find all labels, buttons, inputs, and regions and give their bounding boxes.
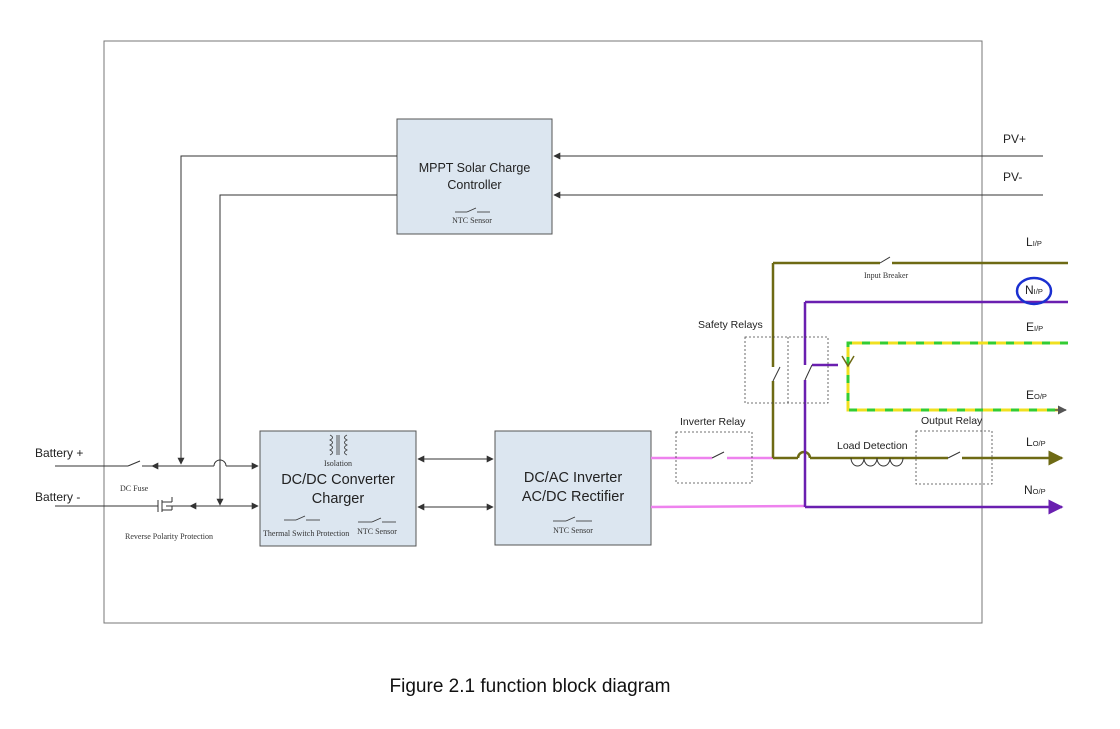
mppt-title-line2: Controller	[447, 178, 501, 192]
figure-caption: Figure 2.1 function block diagram	[389, 676, 671, 697]
mppt-title-line1: MPPT Solar Charge	[419, 161, 531, 175]
e-ip-terminal-label: EI/P	[1026, 320, 1043, 334]
inverter-relay-box	[675, 431, 753, 484]
switch-icon	[553, 516, 592, 522]
system-boundary	[103, 40, 983, 624]
mppt-output-negative-line	[216, 194, 397, 506]
n-ip-terminal-label: NI/P	[1025, 283, 1043, 297]
mppt-output-positive-line	[177, 155, 397, 465]
inverter-phase-output-line	[651, 451, 773, 460]
output-relay-label: Output Relay	[921, 415, 983, 427]
mppt-block: MPPT Solar Charge Controller NTC Sensor	[396, 118, 553, 235]
battery-negative-line	[55, 497, 259, 512]
mppt-ntc-sensor-label: NTC Sensor	[452, 216, 492, 225]
n-ip-highlight-circle	[1015, 276, 1053, 306]
dc-fuse-label: DC Fuse	[120, 484, 149, 493]
pv-negative-label: PV-	[1003, 170, 1022, 184]
dcdc-title-line2: Charger	[312, 491, 365, 507]
safety-relay-switch-neutral	[804, 364, 813, 381]
inverter-title-line1: DC/AC Inverter	[524, 470, 622, 486]
output-relay-box	[915, 430, 993, 485]
isolation-label: Isolation	[324, 459, 352, 468]
dcdc-ntc-sensor-label: NTC Sensor	[357, 527, 397, 536]
battery-negative-label: Battery -	[35, 490, 80, 504]
reverse-polarity-label: Reverse Polarity Protection	[125, 532, 213, 541]
safety-relays-box	[744, 336, 829, 404]
inverter-block: DC/AC Inverter AC/DC Rectifier NTC Senso…	[494, 430, 652, 546]
reverse-polarity-mosfet-icon	[155, 497, 173, 512]
thermal-switch-icon	[284, 515, 320, 521]
inverter-title-line2: AC/DC Rectifier	[522, 489, 624, 505]
load-detection-label: Load Detection	[837, 440, 908, 452]
inverter-relay-label: Inverter Relay	[680, 416, 746, 428]
n-op-terminal-label: NO/P	[1024, 483, 1046, 497]
earth-line	[841, 341, 1068, 415]
output-relay-switch	[947, 451, 961, 459]
transformer-icon	[329, 434, 348, 456]
battery-positive-line	[55, 459, 259, 470]
input-breaker-label: Input Breaker	[864, 271, 909, 280]
switch-icon	[358, 517, 396, 523]
phase-input-line	[771, 261, 1068, 466]
e-op-terminal-label: EO/P	[1026, 388, 1047, 402]
switch-icon	[455, 207, 490, 213]
dcdc-block: Isolation DC/DC Converter Charger Therma…	[259, 430, 417, 547]
inverter-ntc-sensor-label: NTC Sensor	[553, 526, 593, 535]
battery-positive-label: Battery +	[35, 446, 83, 460]
load-detection-coil-icon	[850, 457, 904, 467]
input-breaker-switch	[879, 256, 891, 264]
l-op-terminal-label: LO/P	[1026, 435, 1046, 449]
pv-positive-label: PV+	[1003, 132, 1026, 146]
safety-relays-label: Safety Relays	[698, 319, 763, 331]
inverter-neutral-output-line	[650, 504, 806, 509]
thermal-switch-label: Thermal Switch Protection	[263, 529, 349, 538]
l-ip-terminal-label: LI/P	[1026, 235, 1042, 249]
dcdc-title-line1: DC/DC Converter	[281, 472, 395, 488]
safety-relay-switch-phase	[772, 366, 781, 382]
